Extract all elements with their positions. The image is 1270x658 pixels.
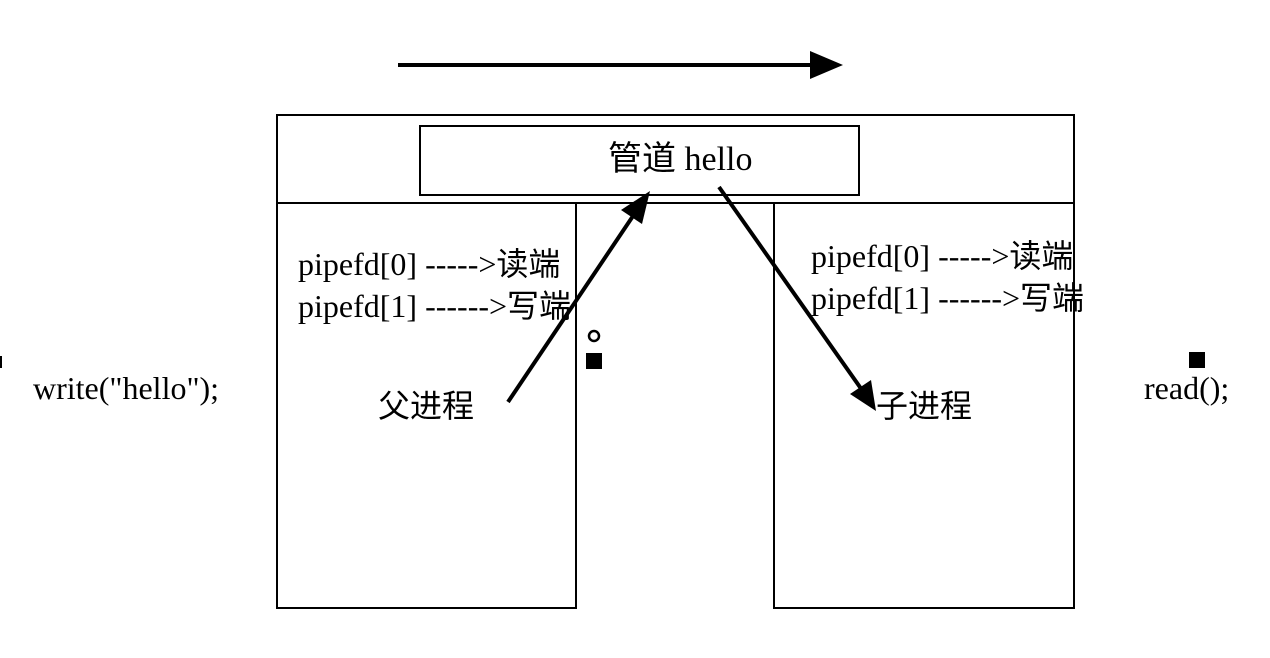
child-fd-read: pipefd[0] ----->读端 [811,238,1074,274]
pipe-outer-box [276,114,1075,204]
read-arrow [717,185,876,411]
child-process-label: 子进程 [876,388,973,424]
parent-process-box [276,202,577,609]
parent-process-label: 父进程 [378,388,475,424]
child-fd-write: pipefd[1] ------>写端 [811,280,1085,316]
direction-arrow [398,51,843,79]
pipe-box [419,125,860,196]
handle-circle-icon [587,329,601,343]
write-arrow [506,191,650,404]
pipe-label: 管道 hello [608,141,753,178]
read-call: read(); [1144,370,1230,406]
handle-square-icon [586,353,602,369]
handle-square-icon [1189,352,1205,368]
parent-fd-write: pipefd[1] ------>写端 [298,288,572,324]
write-call: write("hello"); [33,370,220,406]
parent-fd-read: pipefd[0] ----->读端 [298,246,561,282]
child-process-box [773,202,1075,609]
